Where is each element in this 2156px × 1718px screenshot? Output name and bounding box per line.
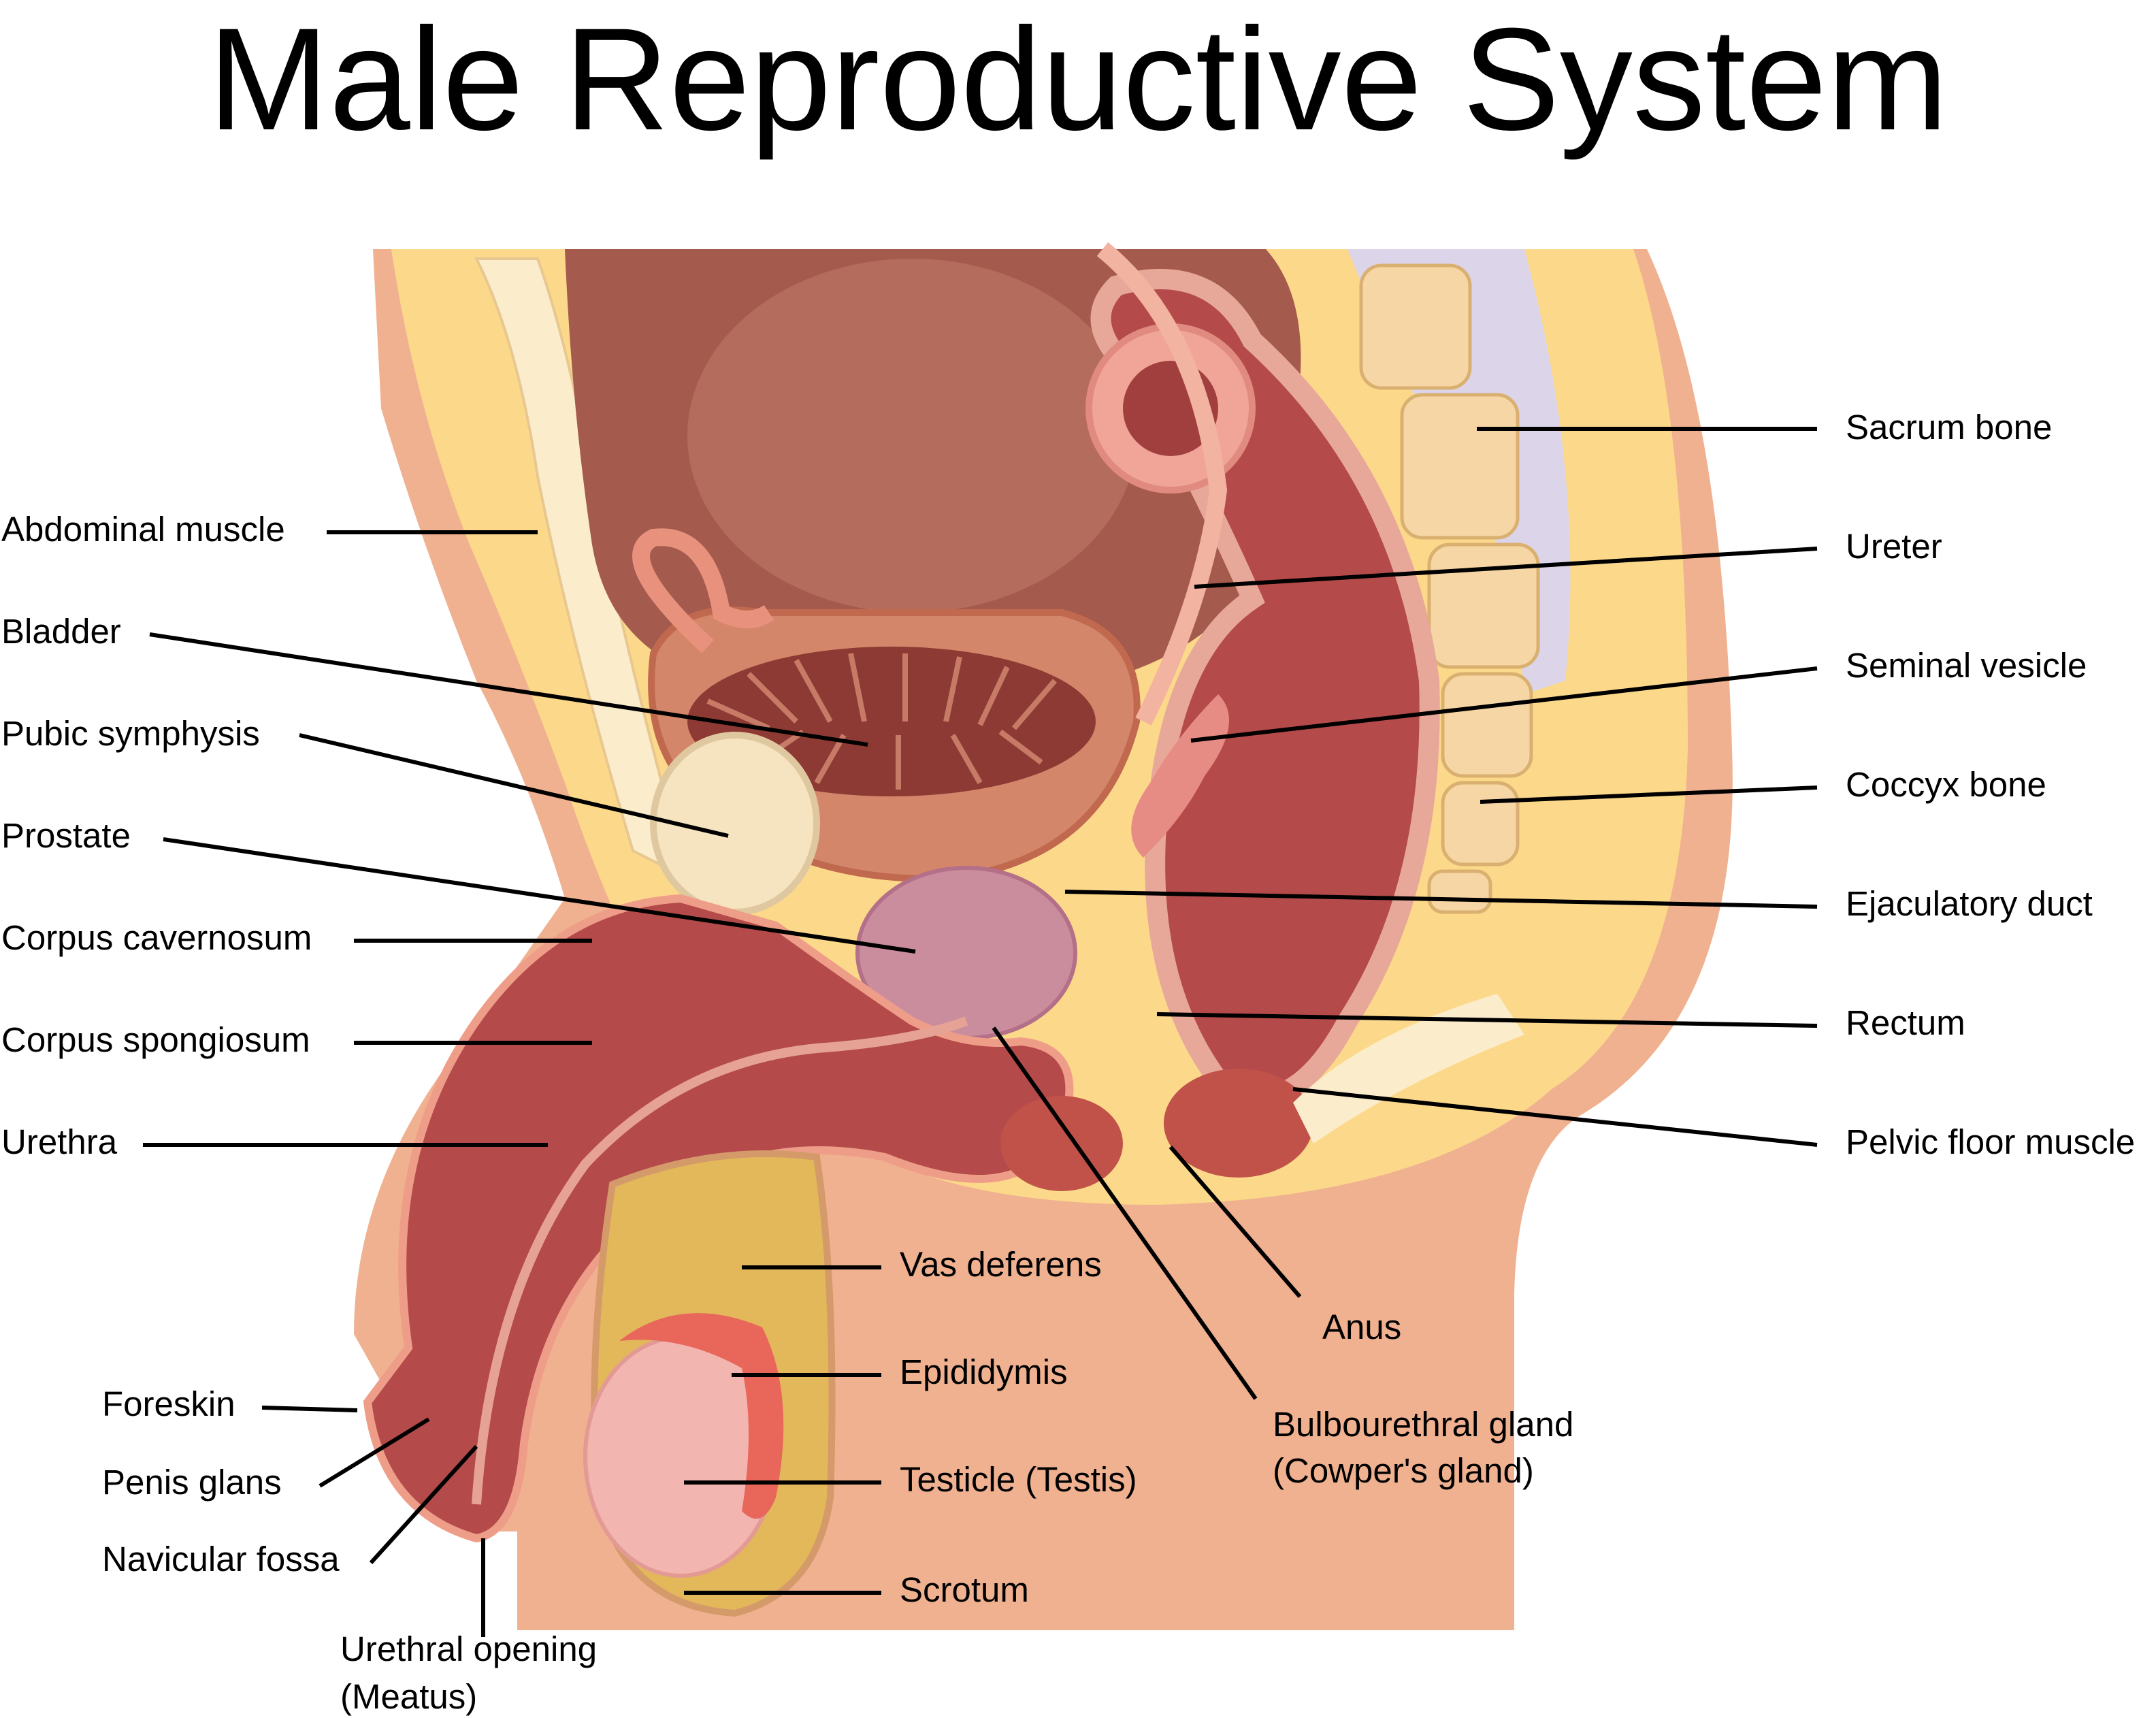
label-coccyx-bone: Coccyx bone [1846,765,2046,804]
label-penis-glans: Penis glans [102,1463,282,1502]
label-prostate: Prostate [1,816,131,855]
label-pelvic-floor-muscle: Pelvic floor muscle [1846,1122,2135,1161]
label-corpus-cavernosum: Corpus cavernosum [1,918,312,957]
label-ejaculatory-duct: Ejaculatory duct [1846,884,2093,923]
label-foreskin: Foreskin [102,1384,235,1423]
label-bladder: Bladder [1,612,121,651]
page-title: Male Reproductive System [208,0,1948,161]
label-pubic-symphysis: Pubic symphysis [1,714,260,753]
label-corpus-spongiosum: Corpus spongiosum [1,1020,310,1059]
label-seminal-vesicle: Seminal vesicle [1846,646,2087,685]
label-urethra: Urethra [1,1122,118,1161]
label-urethral-opening: Urethral opening [340,1630,597,1668]
label-cowpers-gland: (Cowper's gland) [1273,1451,1534,1490]
label-anus: Anus [1322,1308,1401,1346]
label-meatus: (Meatus) [340,1677,477,1716]
label-rectum: Rectum [1846,1003,1965,1042]
seminal-vesicle-shape [1131,694,1229,858]
ureter-shape [1096,242,1228,726]
label-epididymis: Epididymis [900,1352,1068,1391]
diagram-labels: Abdominal muscle Bladder Pubic symphysis… [1,408,2135,1716]
label-sacrum-bone: Sacrum bone [1846,408,2052,447]
label-testicle: Testicle (Testis) [900,1460,1137,1499]
pelvic-floor-muscle-shape [1293,994,1524,1144]
label-navicular-fossa: Navicular fossa [102,1540,340,1578]
epididymis-shape [619,1313,784,1519]
anatomy-illustration [354,242,1733,1630]
urethra-shape [472,1016,968,1505]
leader-lines [143,427,1818,1637]
label-vas-deferens: Vas deferens [900,1245,1102,1284]
label-abdominal-muscle: Abdominal muscle [1,510,285,549]
label-bulbourethral-gland: Bulbourethral gland [1273,1405,1573,1444]
sacrum-coccyx [1348,249,1571,914]
label-scrotum: Scrotum [900,1570,1029,1609]
label-ureter: Ureter [1846,527,1942,566]
